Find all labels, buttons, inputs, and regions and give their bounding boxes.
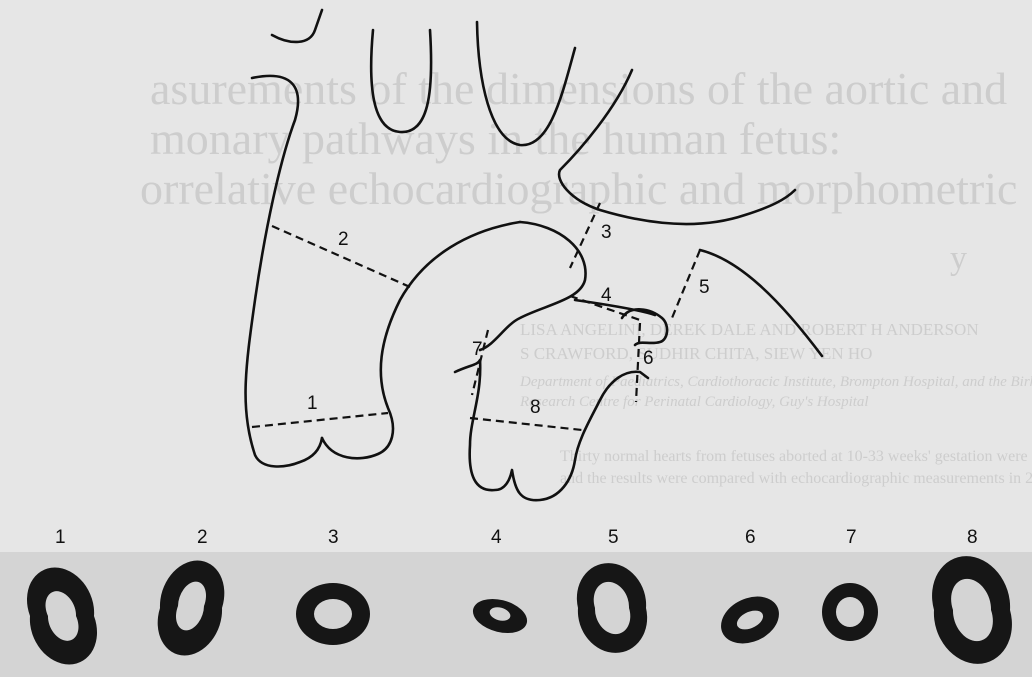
cross-sections	[27, 556, 1012, 664]
section-label-1: 1	[55, 528, 66, 547]
section-label-6: 6	[745, 528, 756, 547]
descending-aorta-lower-outline	[700, 250, 822, 356]
cross-section-1	[27, 567, 97, 664]
measurement-label-6: 6	[643, 349, 654, 368]
cross-section-6	[721, 597, 779, 644]
section-label-2: 2	[197, 528, 208, 547]
cross-section-8	[932, 556, 1012, 664]
cross-section-4	[473, 599, 527, 633]
measurement-label-4: 4	[601, 286, 612, 305]
measurement-line-8	[470, 418, 582, 430]
section-label-4: 4	[491, 528, 502, 547]
descending-aorta-outline	[559, 70, 795, 224]
measurement-line-6	[636, 323, 640, 402]
measurement-label-8: 8	[530, 398, 541, 417]
measurement-line-3	[570, 203, 600, 268]
cross-section-2	[158, 561, 225, 656]
measurement-line-1	[252, 413, 388, 427]
measurement-label-7: 7	[472, 340, 483, 359]
section-label-5: 5	[608, 528, 619, 547]
carotid-vessel-outline	[371, 30, 431, 132]
cross-section-5	[577, 563, 647, 653]
measurement-line-5	[672, 250, 700, 318]
pulmonary-outflow-outline	[455, 360, 648, 500]
cross-section-3	[296, 583, 370, 645]
section-label-7: 7	[846, 528, 857, 547]
subclavian-vessel-outline	[477, 22, 575, 145]
section-label-3: 3	[328, 528, 339, 547]
aortic-root-outline	[322, 222, 520, 458]
pulmonary-branch-outline	[622, 309, 667, 345]
measurement-label-3: 3	[601, 223, 612, 242]
pulmonary-trunk-outline	[480, 222, 586, 350]
measurement-label-5: 5	[699, 278, 710, 297]
section-label-8: 8	[967, 528, 978, 547]
cross-section-7	[822, 583, 878, 641]
brachiocephalic-vessel-outline	[272, 10, 322, 42]
measurement-label-1: 1	[307, 394, 318, 413]
measurement-label-2: 2	[338, 230, 349, 249]
